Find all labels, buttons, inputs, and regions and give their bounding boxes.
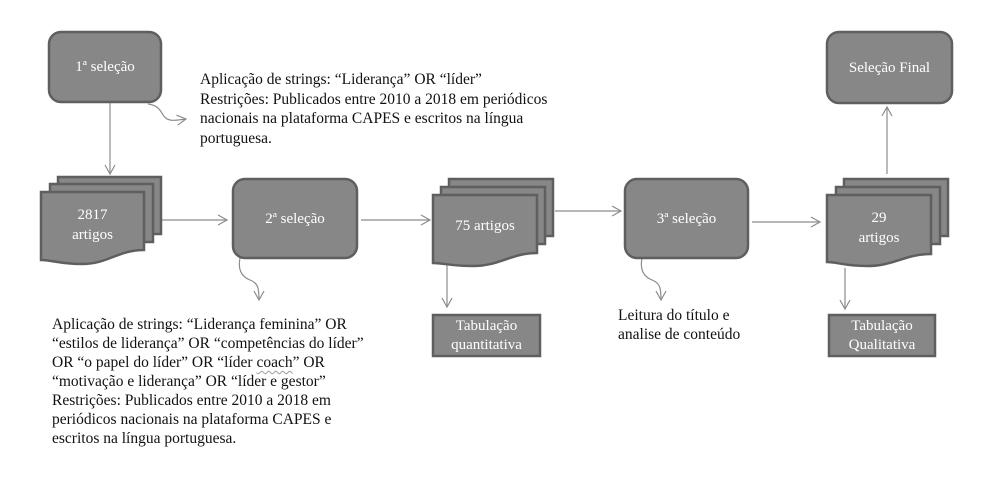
node-tab-qualitativa[interactable]: [827, 313, 937, 358]
note-sel2-line: escritos na língua portuguesa.: [52, 430, 237, 447]
note-sel2-line: Aplicação de strings: “Liderança feminin…: [52, 316, 347, 333]
node-selection-1[interactable]: [47, 30, 163, 104]
note-selection-2: Aplicação de strings: “Liderança feminin…: [52, 315, 364, 448]
label-docs-29-count: 29: [871, 210, 887, 226]
label-docs-2817: 2817 artigos: [41, 196, 144, 254]
node-selection-final[interactable]: [825, 30, 954, 105]
label-selection-final: Seleção Final: [848, 59, 931, 76]
label-selection-1: 1ª seleção: [75, 59, 135, 75]
node-selection-3[interactable]: [623, 177, 750, 260]
label-selection-3: 3ª seleção: [656, 210, 717, 227]
note-sel3-line: analise de conteúdo: [618, 326, 741, 343]
node-tab-quantitativa[interactable]: [431, 313, 542, 358]
callout-sel3: [640, 257, 667, 302]
label-selection-2: 2ª seleção: [265, 210, 325, 227]
spellcheck-word-coach: coach: [256, 354, 293, 371]
note-sel3-line: Leitura do título e: [618, 307, 730, 324]
doc-stack-75[interactable]: [431, 177, 555, 268]
note-sel1-line: portuguesa.: [200, 129, 272, 147]
connectors: [104, 103, 893, 311]
note-sel2-line3-c: ” OR: [292, 354, 325, 371]
tab-nodes: [431, 313, 937, 358]
note-selection-3: Leitura do título e analise de conteúdo: [618, 306, 740, 344]
note-sel2-line: “motivação e liderança” OR “líder e gest…: [52, 373, 326, 390]
note-sel2-line: OR “o papel do líder” OR “líder coach” O…: [52, 353, 364, 372]
note-sel1-line: Aplicação de strings: “Liderança” OR “lí…: [200, 71, 482, 88]
label-tab-qual-line1: Tabulação: [851, 317, 913, 334]
note-sel1-line: Restrições: Publicados entre 2010 a 2018…: [200, 90, 548, 108]
node-selection-2[interactable]: [231, 177, 359, 260]
label-docs-29: 29 artigos: [827, 199, 931, 257]
label-docs-75: 75 artigos: [455, 218, 515, 234]
process-nodes: [47, 30, 954, 260]
label-tab-qualitativa: Tabulação Qualitativa: [829, 315, 935, 356]
label-tab-qual-line2: Qualitativa: [848, 336, 916, 353]
note-sel2-line: periódicos nacionais na plataforma CAPES…: [52, 411, 332, 428]
note-sel2-line3-a: OR “o papel do líder” OR “líder: [52, 354, 257, 371]
note-selection-1: Aplicação de strings: “Liderança” OR “lí…: [200, 70, 547, 148]
doc-stack-2817[interactable]: [39, 175, 163, 266]
note-sel1-line: nacionais na plataforma CAPES e escritos…: [200, 110, 524, 127]
note-sel2-line: “estilos de liderança” OR “competências …: [52, 335, 364, 352]
label-tab-quant-line2: quantitativa: [451, 336, 522, 353]
label-tab-quantitativa: Tabulação quantitativa: [433, 315, 540, 356]
callout-sel1: [147, 103, 188, 126]
label-docs-2817-unit: artigos: [72, 227, 113, 243]
doc-stack-29[interactable]: [825, 177, 950, 268]
callout-sel2: [238, 257, 265, 302]
note-sel2-line: Restrições: Publicados entre 2010 a 2018…: [52, 392, 331, 409]
label-docs-29-unit: artigos: [858, 230, 900, 246]
label-tab-quant-line1: Tabulação: [455, 317, 518, 334]
label-docs-2817-count: 2817: [77, 207, 108, 223]
